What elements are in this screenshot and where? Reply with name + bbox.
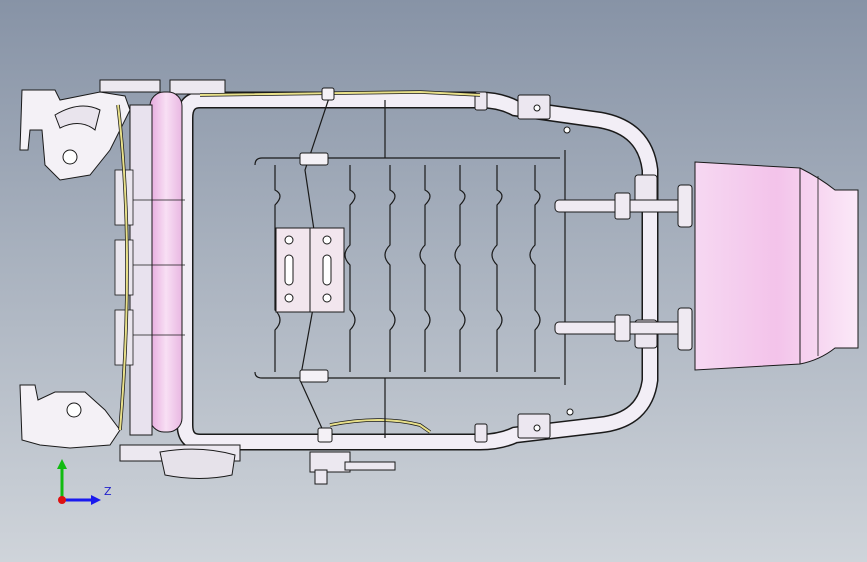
recliner-hinge-top [19, 79, 226, 181]
legrest-panel [694, 161, 859, 371]
z-axis-arrow-icon [91, 495, 101, 505]
serpentine-springs [254, 94, 566, 438]
coordinate-triad: Z [57, 459, 112, 505]
front-bolster [129, 91, 183, 436]
fastener-points [533, 104, 574, 432]
recliner-hinge-bottom [19, 384, 241, 479]
lower-track-mechanism [309, 451, 396, 485]
seat-frame-tube [176, 91, 659, 451]
tube-sleeve-collars [474, 91, 658, 443]
wiring-harness-core [117, 90, 481, 433]
origin-icon [58, 496, 66, 504]
y-axis-arrow-icon [57, 459, 67, 469]
spring-clips [299, 87, 335, 443]
center-mount-plate [275, 227, 345, 313]
z-axis-label: Z [104, 485, 112, 498]
legrest-rods [554, 184, 693, 351]
